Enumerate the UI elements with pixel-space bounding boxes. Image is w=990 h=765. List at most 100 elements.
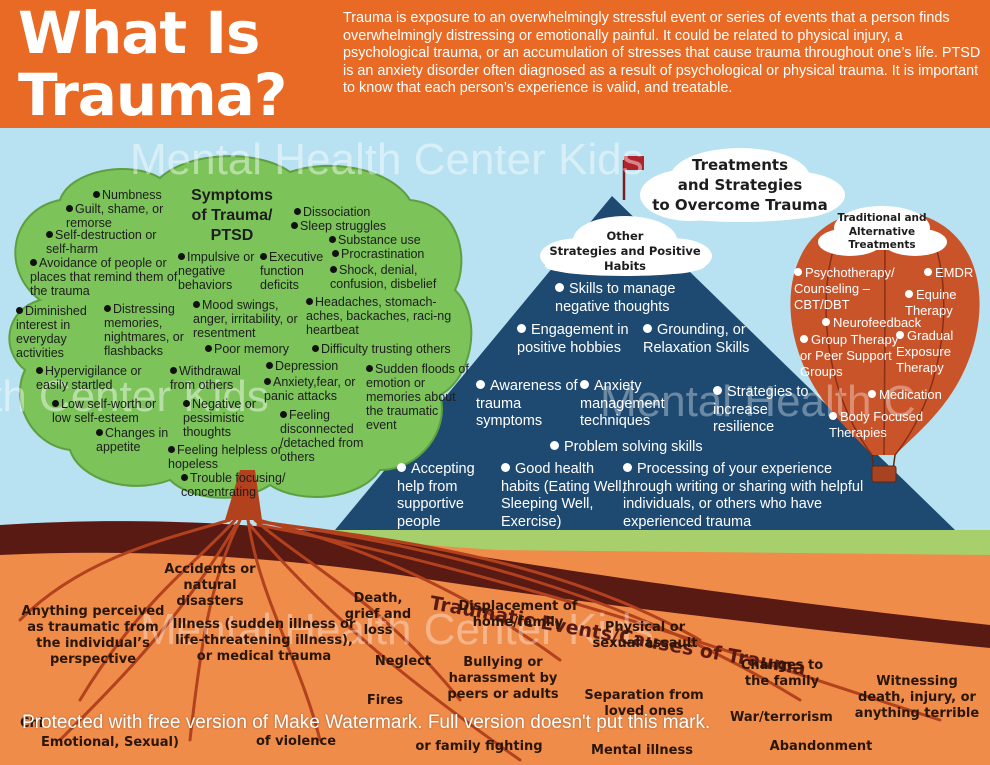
strategy-processing: Processing of your experience through wr… <box>623 461 864 530</box>
cause-death: Death, grief and loss <box>344 591 412 638</box>
balloon-gradual: Gradual Exposure Therapy <box>896 328 954 375</box>
balloon-title-line-2: Alternative <box>848 225 916 238</box>
strategy-problem-solving: Problem solving skills <box>550 439 750 457</box>
strategy-accepting: Accepting help from supportive people <box>397 461 475 530</box>
cause-family-fighting: or family fighting <box>415 739 543 754</box>
strategy-grounding: Grounding, or Relaxation Skills <box>643 322 750 356</box>
tree-canopy <box>8 155 473 499</box>
symptom-disconnected: Feeling disconnected /detached from othe… <box>280 408 364 464</box>
balloon-title-line-1: Traditional and <box>837 212 927 224</box>
other-title-line-3: Habits <box>604 259 646 273</box>
symptom-numbness: Numbness <box>93 188 183 202</box>
symptom-executive: Executive function deficits <box>260 250 324 292</box>
ground <box>0 530 990 765</box>
balloon-psychotherapy: Psychotherapy/ Counseling – CBT/DBT <box>794 265 895 312</box>
cause-war: War/terrorism <box>730 710 833 725</box>
watermark-1: Mental Health Center Kids <box>130 135 644 184</box>
strategy-skills: Skills to manage negative thoughts <box>555 281 676 315</box>
balloon-group: Group Therapy or Peer Support Groups <box>800 332 899 379</box>
symptoms-title-line-2: of Trauma/ <box>191 207 273 224</box>
strategy-anxiety-management: Anxiety management techniques <box>580 378 665 429</box>
balloon-medication: Medication <box>868 387 968 403</box>
cause-physical: Physical or sexual assault <box>592 620 698 651</box>
symptom-helpless: Feeling helpless or hopeless <box>168 443 282 471</box>
symptom-depression: Depression <box>266 359 366 373</box>
other-cloud <box>540 216 712 276</box>
title-line-1: What Is <box>18 0 260 67</box>
treatments-title-line-1: Treatments <box>691 156 789 174</box>
symptom-avoidance: Avoidance of people or places that remin… <box>30 256 178 298</box>
mountain-shape <box>335 196 955 530</box>
tree-trunk <box>225 470 262 520</box>
cause-emotional: Emotional, Sexual) <box>41 735 179 750</box>
other-strategies-title: Other Strategies and Positive Habits <box>545 229 705 274</box>
balloon-title-line-3: Treatments <box>848 239 916 251</box>
cause-abandonment: Abandonment <box>769 739 873 754</box>
flag <box>624 156 644 170</box>
symptom-substance: Substance use <box>329 233 439 247</box>
symptom-anxiety: Anxiety,fear, or panic attacks <box>264 375 356 403</box>
symptoms-title-line-3: PTSD <box>210 227 254 244</box>
cause-witnessing: Witnessing death, injury, or anything te… <box>854 674 980 721</box>
balloon-emdr: EMDR <box>924 265 984 281</box>
tree-roots <box>18 518 942 762</box>
watermark-2: th Center Kids <box>0 372 269 421</box>
symptom-appetite: Changes in appetite <box>96 426 169 454</box>
symptom-sudden-floods: Sudden floods of emotion or memories abo… <box>366 362 469 432</box>
balloon-cloud <box>818 206 947 256</box>
cause-displacement: Displacement of home/family <box>458 599 578 630</box>
cause-bullying: Bullying or harassment by peers or adult… <box>447 655 559 702</box>
symptom-dissociation: Dissociation <box>294 205 414 219</box>
treatments-title-line-2: and Strategies <box>677 176 803 194</box>
other-title-line-2: Strategies and Positive <box>549 244 701 258</box>
treatments-title: Treatments and Strategies to Overcome Tr… <box>640 155 840 215</box>
symptom-low-self-worth: Low self-worth or low self-esteem <box>52 397 157 425</box>
symptom-distressing: Distressing memories, nightmares, or fla… <box>104 302 184 358</box>
symptom-headaches: Headaches, stomach-aches, backaches, rac… <box>306 295 452 337</box>
cause-changes: Changes to the family <box>740 658 824 689</box>
symptom-guilt: Guilt, shame, or remorse <box>66 202 164 230</box>
cause-mental-illness: Mental illness <box>591 743 693 758</box>
other-title-line-1: Other <box>606 229 644 243</box>
cause-neglect: Neglect <box>374 654 432 669</box>
strategy-good-health: Good health habits (Eating Well, Sleepin… <box>501 461 626 530</box>
symptom-shock: Shock, denial, confusion, disbelief <box>330 263 437 291</box>
symptom-negative-thoughts: Negative or pessimistic thoughts <box>183 397 256 439</box>
symptoms-title: Symptoms of Trauma/ PTSD <box>172 186 292 246</box>
strategy-engagement: Engagement in positive hobbies <box>517 322 629 356</box>
header-banner: What Is Trauma? Trauma is exposure to an… <box>0 0 990 128</box>
strategy-awareness: Awareness of trauma symptoms <box>476 378 578 429</box>
balloon-neurofeedback: Neurofeedback <box>822 315 942 331</box>
cause-accidents: Accidents or natural disasters <box>164 562 256 609</box>
balloon-title: Traditional and Alternative Treatments <box>832 212 932 253</box>
cause-child-abuse: Chi <box>20 716 44 731</box>
cause-fires: Fires <box>366 693 404 708</box>
watermark-3: Mental Health C <box>600 377 916 426</box>
symptom-difficulty-trusting: Difficulty trusting others <box>312 342 482 356</box>
balloon-equine: Equine Therapy <box>905 287 957 318</box>
symptom-impulsive: Impulsive or negative behaviors <box>178 250 255 292</box>
page-title: What Is Trauma? <box>18 2 328 126</box>
symptom-diminished: Diminished interest in everyday activiti… <box>16 304 87 360</box>
maroon-band <box>0 521 990 648</box>
cause-violence: of violence <box>255 734 337 749</box>
symptom-trouble-focusing: Trouble focusing/ concentrating <box>181 471 286 499</box>
intro-paragraph: Trauma is exposure to an overwhelmingly … <box>343 10 981 97</box>
cause-anything: Anything perceived as traumatic from the… <box>21 604 165 667</box>
symptom-procrastination: Procrastination <box>332 247 452 261</box>
symptoms-title-line-1: Symptoms <box>191 187 273 204</box>
main-cloud <box>640 148 845 222</box>
treatments-title-line-3: to Overcome Trauma <box>652 196 828 214</box>
strategy-resilience: Strategies to increase resilience <box>713 384 809 435</box>
symptom-mood: Mood swings, anger, irritability, or res… <box>193 298 298 340</box>
title-line-2: Trauma? <box>18 61 287 129</box>
symptom-withdrawal: Withdrawal from others <box>170 364 241 392</box>
symptom-poor-memory: Poor memory <box>205 342 315 356</box>
footer-watermark: Protected with free version of Make Wate… <box>22 712 711 733</box>
cause-separation: Separation from loved ones <box>584 688 704 719</box>
watermark-4: Mental Health Center Kids <box>140 605 654 654</box>
balloon-body: Body Focused Therapies <box>829 409 924 440</box>
cause-illness: Illness (sudden illness or life-threaten… <box>172 617 356 664</box>
symptom-self-destruction: Self-destruction or self-harm <box>46 228 157 256</box>
